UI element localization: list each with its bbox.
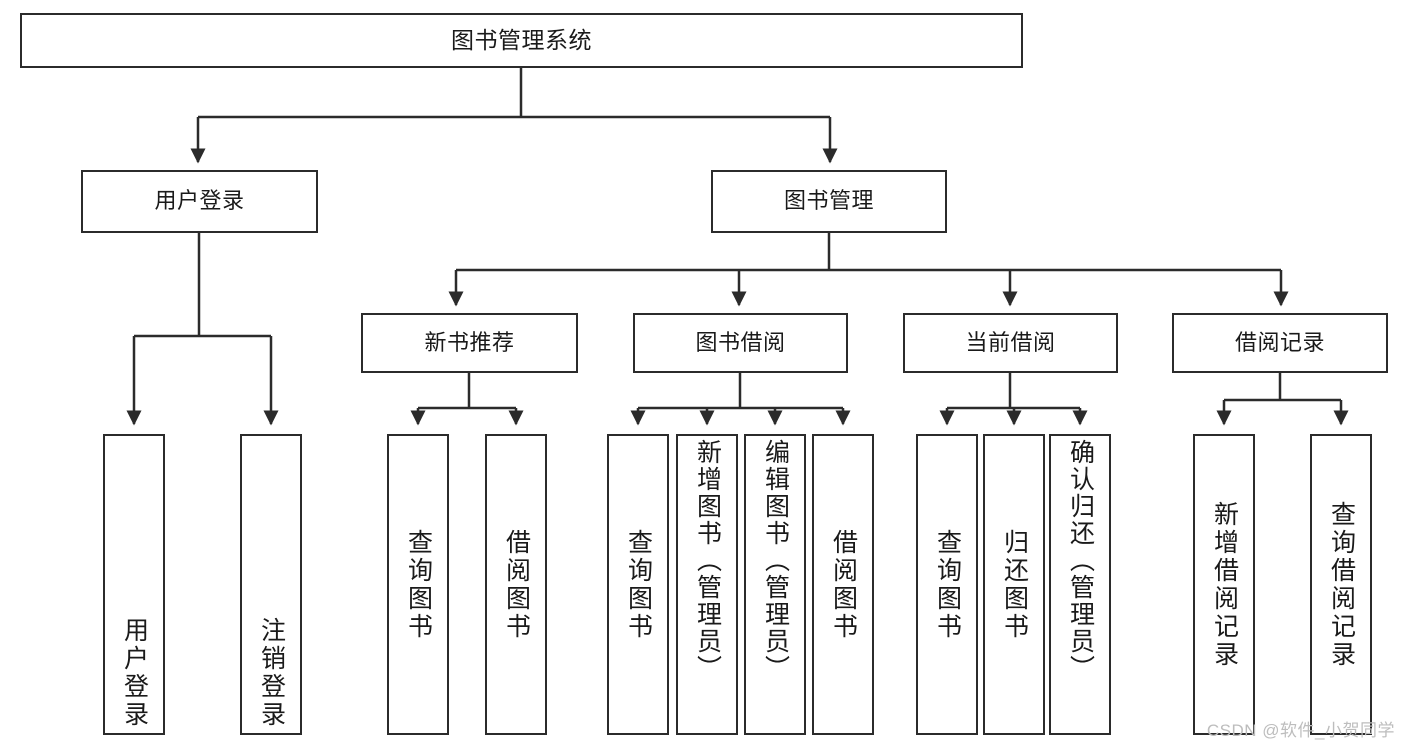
leaf-current-confirm-return-admin[interactable]: 确认归还（管理员）	[1049, 434, 1111, 735]
node-label: 编辑图书（管理员）	[761, 439, 790, 682]
leaf-record-query-record[interactable]: 查询借阅记录	[1310, 434, 1372, 735]
node-borrow-record[interactable]: 借阅记录	[1172, 313, 1388, 373]
leaf-record-add-record[interactable]: 新增借阅记录	[1193, 434, 1255, 735]
node-label: 图书管理系统	[451, 26, 592, 53]
leaf-user-login-logout[interactable]: 注销登录	[240, 434, 302, 735]
node-label: 新书推荐	[424, 329, 515, 355]
node-label: 借阅记录	[1234, 329, 1325, 355]
leaf-recommend-query-book[interactable]: 查询图书	[387, 434, 449, 735]
node-label: 用户登录	[154, 188, 245, 214]
node-label: 图书管理	[783, 188, 874, 214]
node-label: 借阅图书	[829, 528, 858, 641]
node-label: 用户登录	[120, 617, 149, 729]
leaf-borrow-add-book-admin[interactable]: 新增图书（管理员）	[676, 434, 738, 735]
node-book-borrow[interactable]: 图书借阅	[633, 313, 848, 373]
leaf-borrow-borrow-book[interactable]: 借阅图书	[812, 434, 874, 735]
node-label: 查询图书	[933, 528, 962, 641]
node-label: 确认归还（管理员）	[1066, 439, 1095, 682]
node-label: 查询图书	[624, 528, 653, 641]
node-label: 查询借阅记录	[1327, 500, 1356, 669]
node-label: 新增图书（管理员）	[693, 439, 722, 682]
node-root-system[interactable]: 图书管理系统	[20, 13, 1023, 68]
node-book-management[interactable]: 图书管理	[711, 170, 947, 233]
node-label: 归还图书	[1000, 528, 1029, 641]
node-new-book-recommend[interactable]: 新书推荐	[361, 313, 578, 373]
leaf-recommend-borrow-book[interactable]: 借阅图书	[485, 434, 547, 735]
leaf-current-return-book[interactable]: 归还图书	[983, 434, 1045, 735]
leaf-borrow-query-book[interactable]: 查询图书	[607, 434, 669, 735]
node-label: 查询图书	[404, 528, 433, 641]
node-current-borrow[interactable]: 当前借阅	[903, 313, 1118, 373]
node-user-login[interactable]: 用户登录	[81, 170, 318, 233]
node-label: 借阅图书	[502, 528, 531, 641]
leaf-user-login-login[interactable]: 用户登录	[103, 434, 165, 735]
node-label: 新增借阅记录	[1210, 500, 1239, 669]
leaf-current-query-book[interactable]: 查询图书	[916, 434, 978, 735]
node-label: 当前借阅	[965, 329, 1056, 355]
leaf-borrow-edit-book-admin[interactable]: 编辑图书（管理员）	[744, 434, 806, 735]
node-label: 注销登录	[257, 617, 286, 729]
watermark-text: CSDN @软件_小贺同学	[1206, 721, 1395, 740]
node-label: 图书借阅	[695, 329, 786, 355]
